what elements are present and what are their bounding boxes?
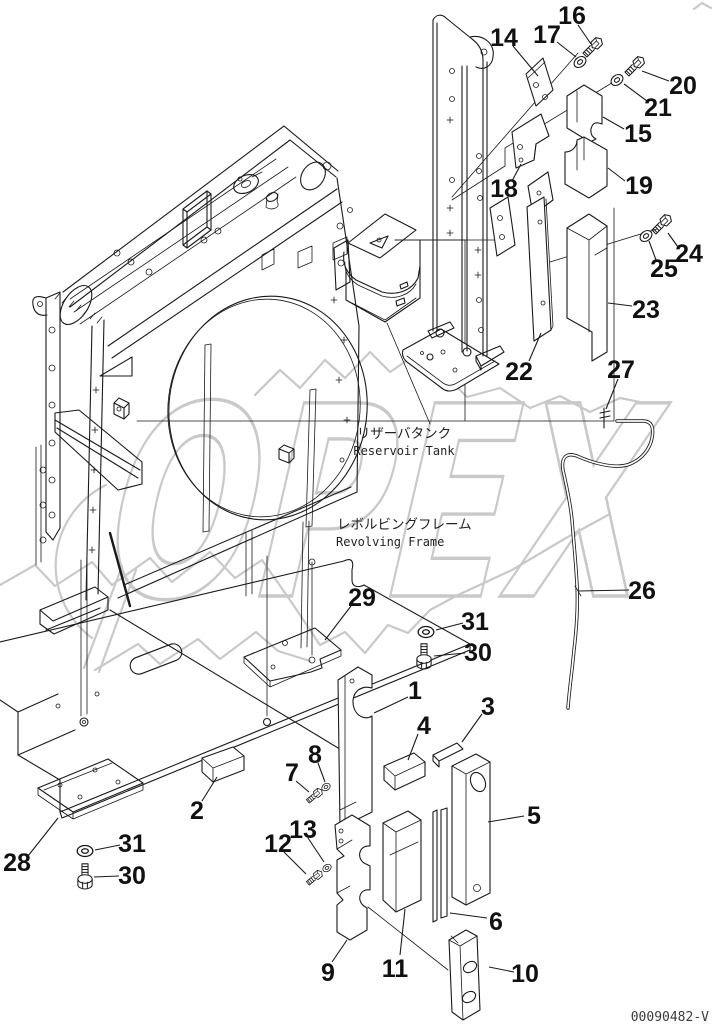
watermark-arc [54,483,108,640]
callout-label-31: 31 [118,830,146,858]
callout-leader-22 [528,332,542,362]
callout-label-25: 25 [650,255,678,283]
revolving-frame-label-jp: レボルビングフレーム [337,517,472,533]
drawing-number: 00090482-V [631,1010,709,1025]
callout-label-30: 30 [118,862,146,890]
reservoir-tank-label-jp: リザーバタンク [357,426,451,442]
bottom-parts-group [201,625,491,1021]
callout-label-7: 7 [285,759,299,787]
callout-leader-20 [641,70,670,82]
callout-label-20: 20 [669,72,697,100]
callout-leader-6 [449,912,488,919]
callout-leader-24 [667,232,679,248]
callout-label-29: 29 [348,584,376,612]
reservoir-deck-drawing: リザーバタンク Reservoir Tank レボルビングフレーム Revolv… [136,207,615,549]
callout-leader-27 [605,378,619,410]
watermark-slash [82,564,138,674]
watermark-text: OPEX [78,350,691,658]
callout-leader-16 [577,24,592,45]
hose-clamp [599,407,611,429]
callout-leader-15 [602,116,625,130]
callout-label-6: 6 [489,908,503,936]
callout-leader-4 [407,733,419,761]
watermark-zigzag-lower2 [93,630,312,672]
callout-label-5: 5 [527,802,541,830]
callout-leader-3 [461,713,483,743]
callout-label-12: 12 [264,830,292,858]
right-parts-group [451,35,674,362]
callout-label-10: 10 [511,960,539,988]
callout-leader-5 [487,815,525,823]
callout-label-31: 31 [461,608,489,636]
callout-leader-21 [623,83,648,102]
reservoir-tank-label-en: Reservoir Tank [353,444,455,458]
callout-label-14: 14 [490,24,518,52]
callout-label-9: 9 [321,959,335,987]
callout-leader-1 [373,696,409,714]
callout-label-23: 23 [632,296,660,324]
callout-label-13: 13 [289,816,317,844]
callout-label-2: 2 [190,797,204,825]
callout-leader-8 [317,762,326,783]
callout-leader-14 [512,45,539,77]
callout-label-22: 22 [505,358,533,386]
reservoir-tank-drawing [333,213,466,425]
callout-leader-11 [399,908,406,956]
callout-label-19: 19 [625,172,653,200]
callout-leader-9 [331,939,348,963]
callout-label-8: 8 [308,741,322,769]
callout-label-18: 18 [490,175,518,203]
callout-label-27: 27 [607,356,635,384]
callout-leader-13 [307,837,325,863]
hose-drawing [560,407,655,710]
callout-leader-7 [295,780,310,793]
callout-label-3: 3 [481,693,495,721]
callout-label-30: 30 [464,639,492,667]
callout-leader-25 [648,240,657,261]
callout-leader-18 [511,163,522,182]
callout-leader-10 [488,966,515,973]
watermark-corner-mark [692,1,712,11]
callout-label-16: 16 [558,2,586,30]
callout-leader-29 [324,605,352,641]
callout-leader-30 [433,652,466,657]
callout-leader-23 [607,302,633,307]
callout-leader-17 [556,41,577,58]
callout-leader-31 [435,622,464,631]
callout-label-28: 28 [3,849,31,877]
callout-leader-2 [201,776,218,802]
revolving-frame-label-en: Revolving Frame [336,535,444,549]
callout-label-24: 24 [675,240,703,268]
radiator-assembly-drawing [32,125,368,635]
watermark: OPEX [0,1,712,674]
callout-label-26: 26 [628,577,656,605]
callout-leader-30 [93,875,120,878]
callout-label-1: 1 [408,677,422,705]
callout-label-21: 21 [644,94,672,122]
callout-leader-28 [27,817,59,857]
callout-leader-12 [283,851,307,875]
callout-leader-26 [578,589,630,592]
callout-label-4: 4 [417,712,431,740]
support-plate-drawing [427,14,494,357]
callout-leader-31 [94,844,121,851]
callout-leader-19 [607,167,626,182]
callout-label-15: 15 [624,120,652,148]
revolving-frame-drawing [0,520,471,890]
callout-label-17: 17 [533,21,561,49]
callout-label-11: 11 [382,955,409,983]
